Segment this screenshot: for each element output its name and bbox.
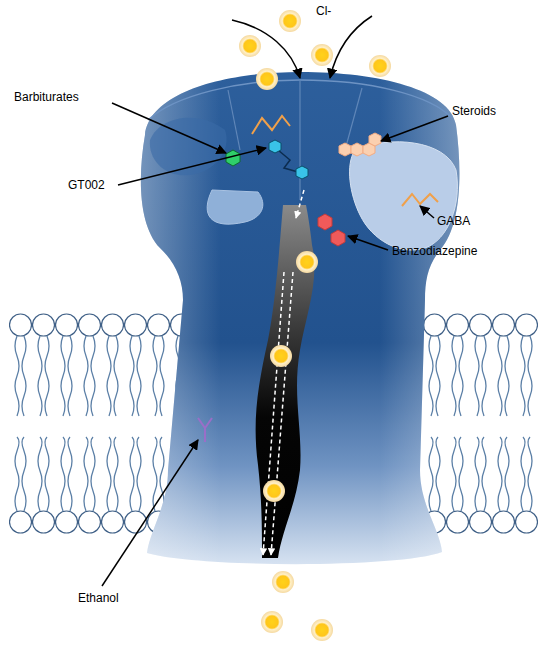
callout-label: Barbiturates <box>14 90 79 104</box>
leader-arrows <box>102 103 448 586</box>
steroid-symbol <box>339 133 381 156</box>
callout-label: GABA <box>437 214 470 228</box>
callout-label: Steroids <box>452 104 496 118</box>
callout-label: Benzodiazepine <box>392 244 477 258</box>
callout-label: Cl- <box>316 4 331 18</box>
chloride-ions <box>239 10 391 641</box>
ion-flow-arrows <box>263 190 304 555</box>
flow-arrows <box>232 16 372 78</box>
callout-label: GT002 <box>68 178 105 192</box>
ethanol-symbol <box>198 418 212 442</box>
gt002-symbol <box>269 140 308 179</box>
receptor-body <box>141 72 460 564</box>
callout-label: Ethanol <box>78 591 119 605</box>
benzodiazepine-symbol <box>318 214 345 246</box>
